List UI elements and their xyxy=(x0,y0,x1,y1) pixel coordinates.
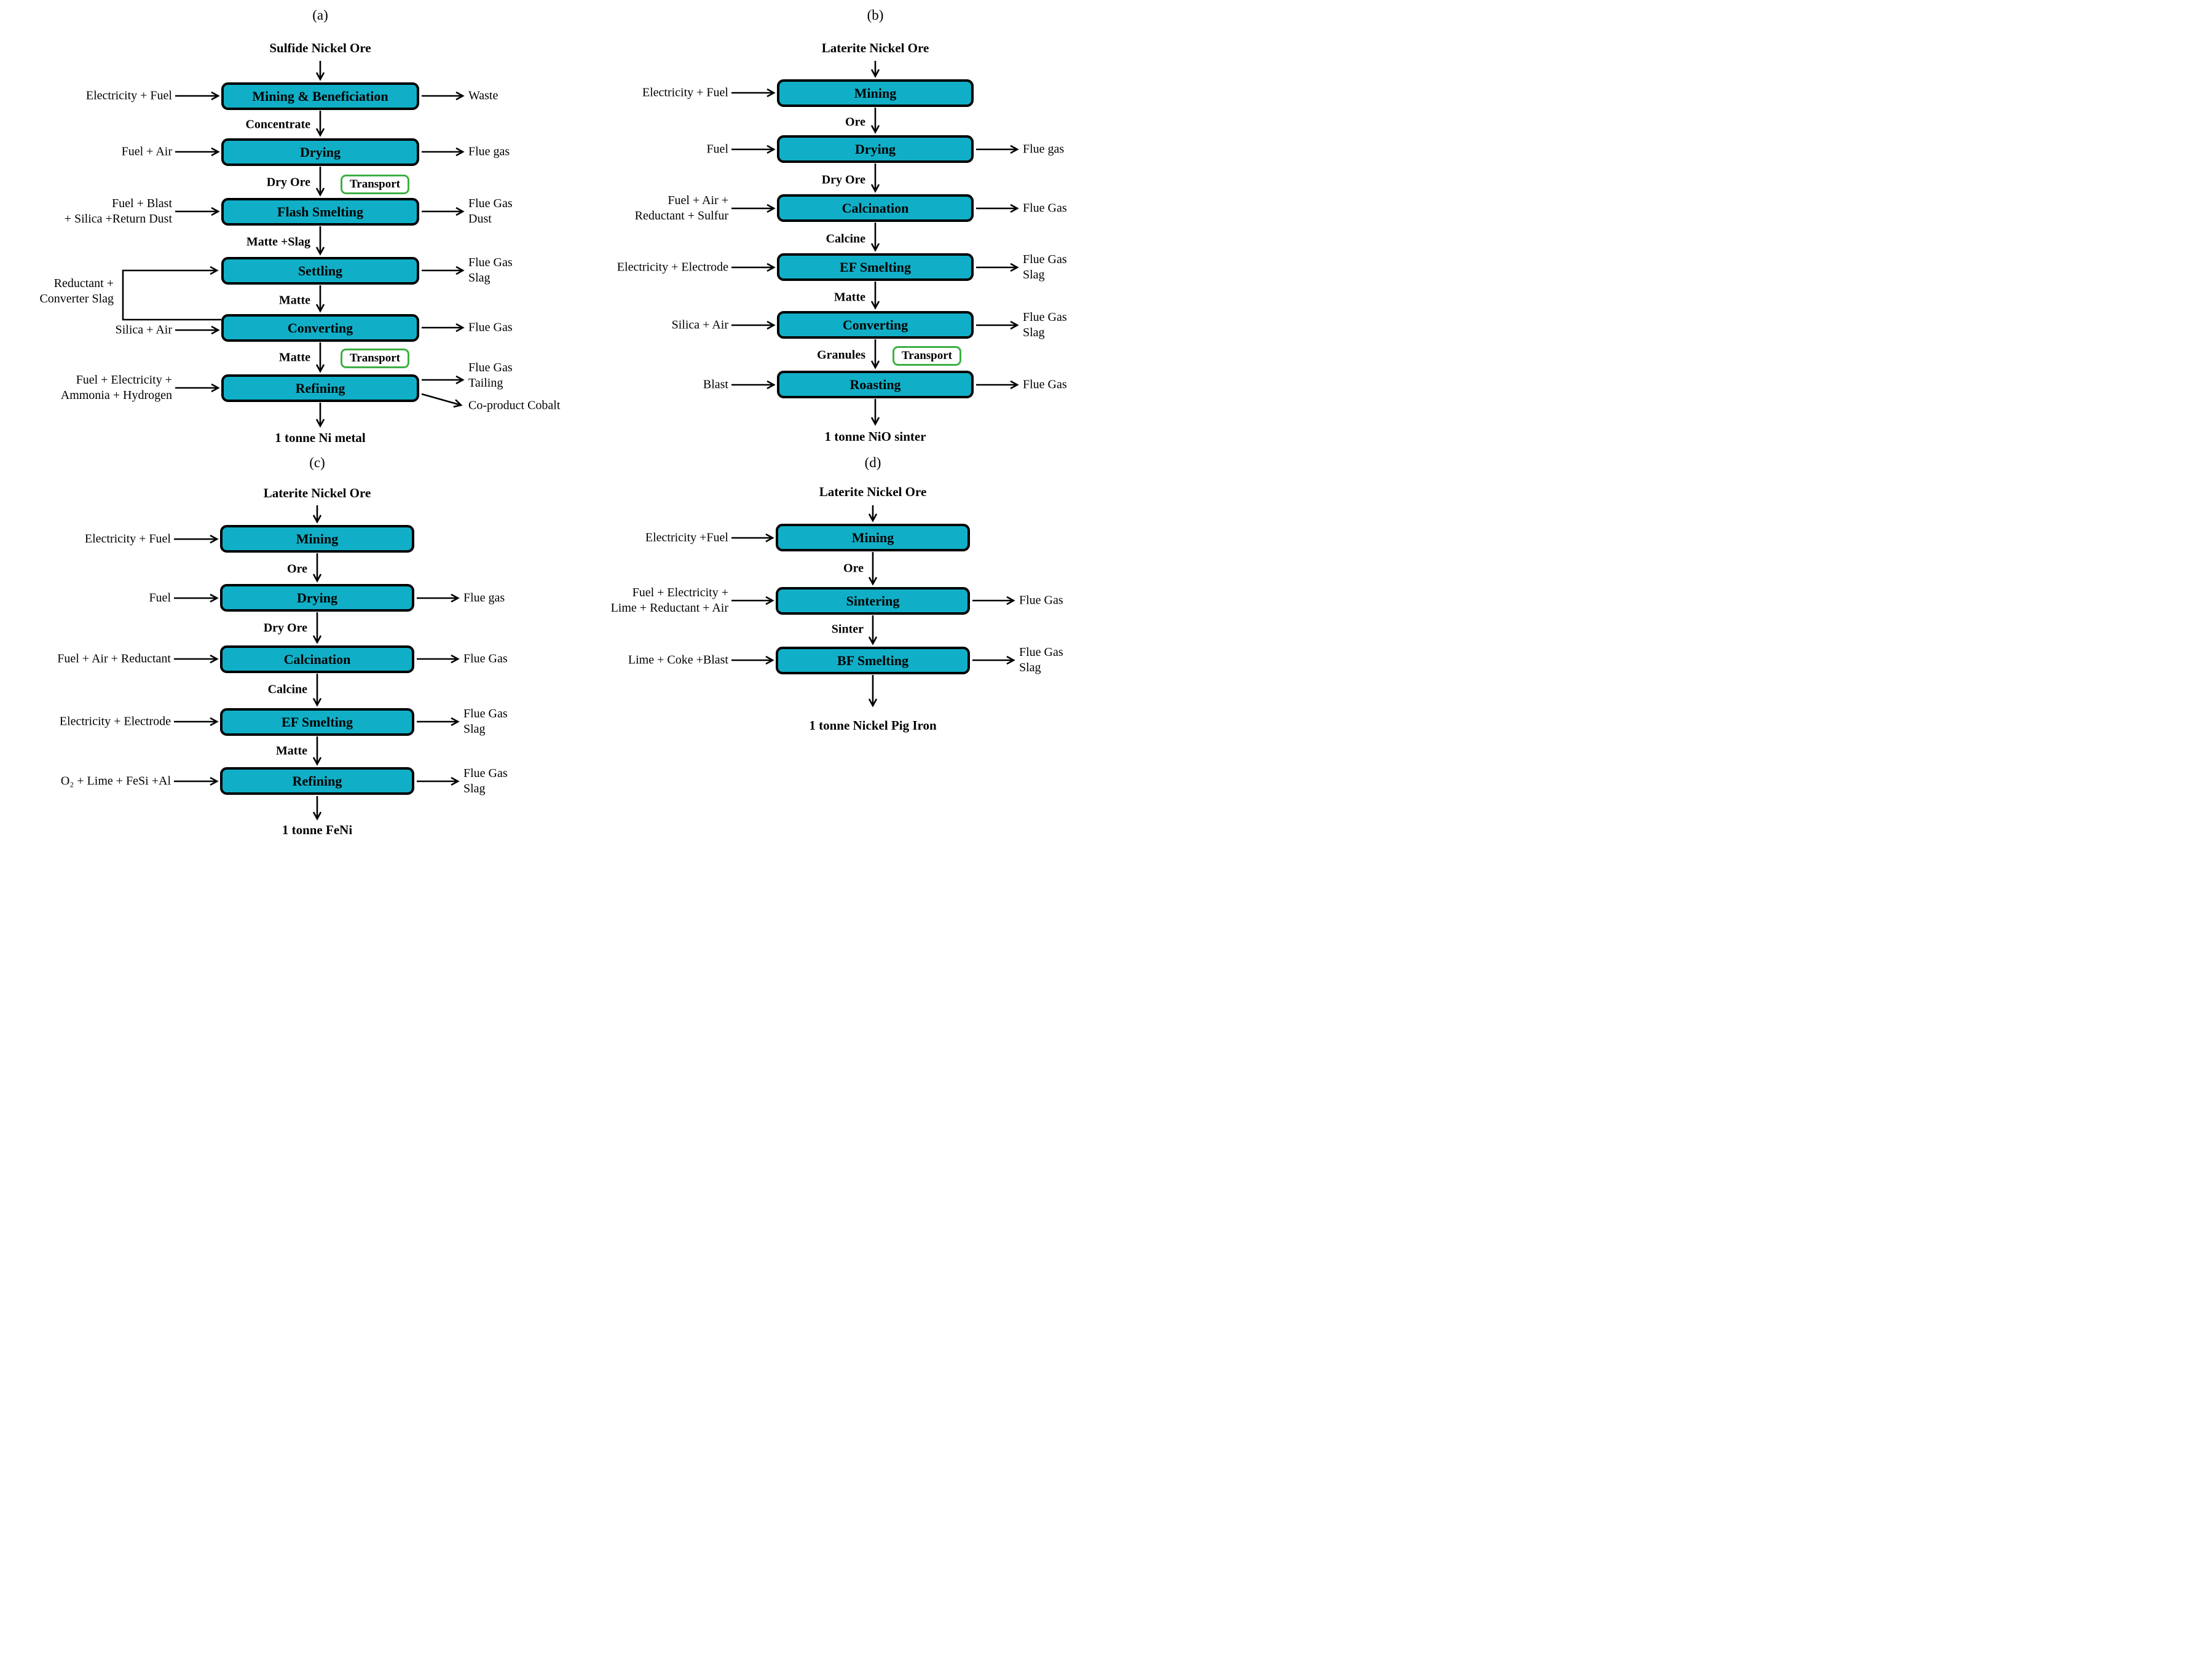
c-box-refining: Refining xyxy=(220,767,414,795)
stream-label: Granules xyxy=(817,348,865,362)
b-box-calcination: Calcination xyxy=(777,194,974,222)
diagram-title: (d) xyxy=(864,455,881,470)
product-label: 1 tonne Ni metal xyxy=(275,430,366,445)
b-box-roasting: Roasting xyxy=(777,371,974,398)
product-label: 1 tonne Nickel Pig Iron xyxy=(809,718,937,733)
output-label: Flue Gas Slag xyxy=(1023,253,1067,282)
input-label: Fuel + Air + Reductant + Sulfur xyxy=(634,194,728,223)
source-label: Laterite Nickel Ore xyxy=(821,41,929,55)
stream-label: Matte xyxy=(275,744,307,758)
input-label: Silica + Air xyxy=(115,323,172,337)
input-label: Fuel + Blast + Silica +Return Dust xyxy=(64,197,172,226)
a-box-mining-beneficiation: Mining & Beneficiation xyxy=(221,82,419,110)
a-box-converting: Converting xyxy=(221,314,419,342)
output-label: Flue Gas Slag xyxy=(463,707,508,736)
d-box-bf-smelting: BF Smelting xyxy=(776,647,970,674)
a-box-drying: Drying xyxy=(221,138,419,166)
product-label: 1 tonne FeNi xyxy=(282,822,353,837)
output-label: Flue gas xyxy=(468,144,510,159)
output-label: Waste xyxy=(468,89,498,103)
arrow xyxy=(421,393,463,408)
output-label: Flue Gas Slag xyxy=(468,256,513,285)
output-label: Flue gas xyxy=(463,591,505,605)
b-box-drying: Drying xyxy=(777,135,974,163)
input-label: Silica + Air xyxy=(671,318,728,332)
a-box-refining: Refining xyxy=(221,374,419,402)
stream-label: Calcine xyxy=(267,682,307,696)
input-label: Fuel xyxy=(706,142,728,156)
diagram-title: (c) xyxy=(309,455,325,470)
input-label: Fuel xyxy=(149,591,171,605)
figure-nickel-process-flowsheets: (a) Sulfide Nickel Ore Mining & Benefici… xyxy=(0,0,1094,840)
c-box-ef-smelting: EF Smelting xyxy=(220,708,414,736)
c-box-calcination: Calcination xyxy=(220,645,414,673)
output-label: Flue Gas xyxy=(1023,201,1067,215)
stream-label: Ore xyxy=(287,562,307,576)
source-label: Laterite Nickel Ore xyxy=(263,486,371,500)
b-box-mining: Mining xyxy=(777,79,974,107)
stream-label: Dry Ore xyxy=(266,175,310,189)
input-label: Lime + Coke +Blast xyxy=(628,653,728,667)
stream-label: Ore xyxy=(843,561,864,575)
output-label: Flue Gas Dust xyxy=(468,197,513,226)
input-label: Blast xyxy=(703,377,728,392)
d-box-mining: Mining xyxy=(776,524,970,551)
stream-label: Dry Ore xyxy=(821,173,865,187)
diagram-title: (b) xyxy=(867,7,884,23)
output-label: Flue Gas Slag xyxy=(1019,645,1063,674)
input-label: Fuel + Air xyxy=(121,144,172,159)
stream-label: Calcine xyxy=(826,232,865,246)
output-label: Flue Gas xyxy=(1019,593,1063,607)
a-box-flash-smelting: Flash Smelting xyxy=(221,198,419,226)
source-label: Laterite Nickel Ore xyxy=(819,484,927,499)
c-box-drying: Drying xyxy=(220,584,414,612)
stream-label: Sinter xyxy=(831,622,864,636)
output-label: Co-product Cobalt xyxy=(468,398,561,412)
input-label: Electricity +Fuel xyxy=(645,530,728,545)
output-label: Flue Gas Tailing xyxy=(468,361,513,390)
input-label: Fuel + Air + Reductant xyxy=(57,652,171,666)
stream-label: Ore xyxy=(845,115,865,129)
input-label: Electricity + Fuel xyxy=(84,532,171,546)
b-box-ef-smelting: EF Smelting xyxy=(777,253,974,281)
output-label: Flue Gas xyxy=(463,652,508,666)
input-label: Reductant + Converter Slag xyxy=(39,277,114,306)
transport-box: Transport xyxy=(341,175,409,194)
diagram-title: (a) xyxy=(312,7,328,23)
a-box-settling: Settling xyxy=(221,257,419,285)
b-box-converting: Converting xyxy=(777,311,974,339)
output-label: Flue gas xyxy=(1023,142,1065,156)
output-label: Flue Gas xyxy=(468,320,513,334)
source-label: Sulfide Nickel Ore xyxy=(269,41,371,55)
input-label: O₂ + Lime + FeSi +Al xyxy=(60,774,171,788)
product-label: 1 tonne NiO sinter xyxy=(824,429,926,444)
stream-label: Matte +Slag xyxy=(246,235,310,249)
c-box-mining: Mining xyxy=(220,525,414,553)
output-label: Flue Gas Slag xyxy=(463,767,508,795)
input-label: Electricity + Electrode xyxy=(59,714,171,728)
output-label: Flue Gas Slag xyxy=(1023,310,1067,339)
stream-label: Matte xyxy=(278,350,310,365)
d-box-sintering: Sintering xyxy=(776,587,970,615)
stream-label: Dry Ore xyxy=(263,621,307,635)
output-label: Flue Gas xyxy=(1023,377,1067,392)
input-label: Electricity + Fuel xyxy=(642,85,728,100)
input-label: Fuel + Electricity + Lime + Reductant + … xyxy=(610,586,728,615)
input-label: Electricity + Fuel xyxy=(85,89,172,103)
transport-box: Transport xyxy=(341,349,409,368)
stream-label: Matte xyxy=(278,293,310,307)
stream-label: Concentrate xyxy=(245,117,310,132)
stream-label: Matte xyxy=(833,290,865,304)
input-label: Fuel + Electricity + Ammonia + Hydrogen xyxy=(60,373,172,402)
input-label: Electricity + Electrode xyxy=(617,260,728,274)
transport-box: Transport xyxy=(893,346,961,366)
